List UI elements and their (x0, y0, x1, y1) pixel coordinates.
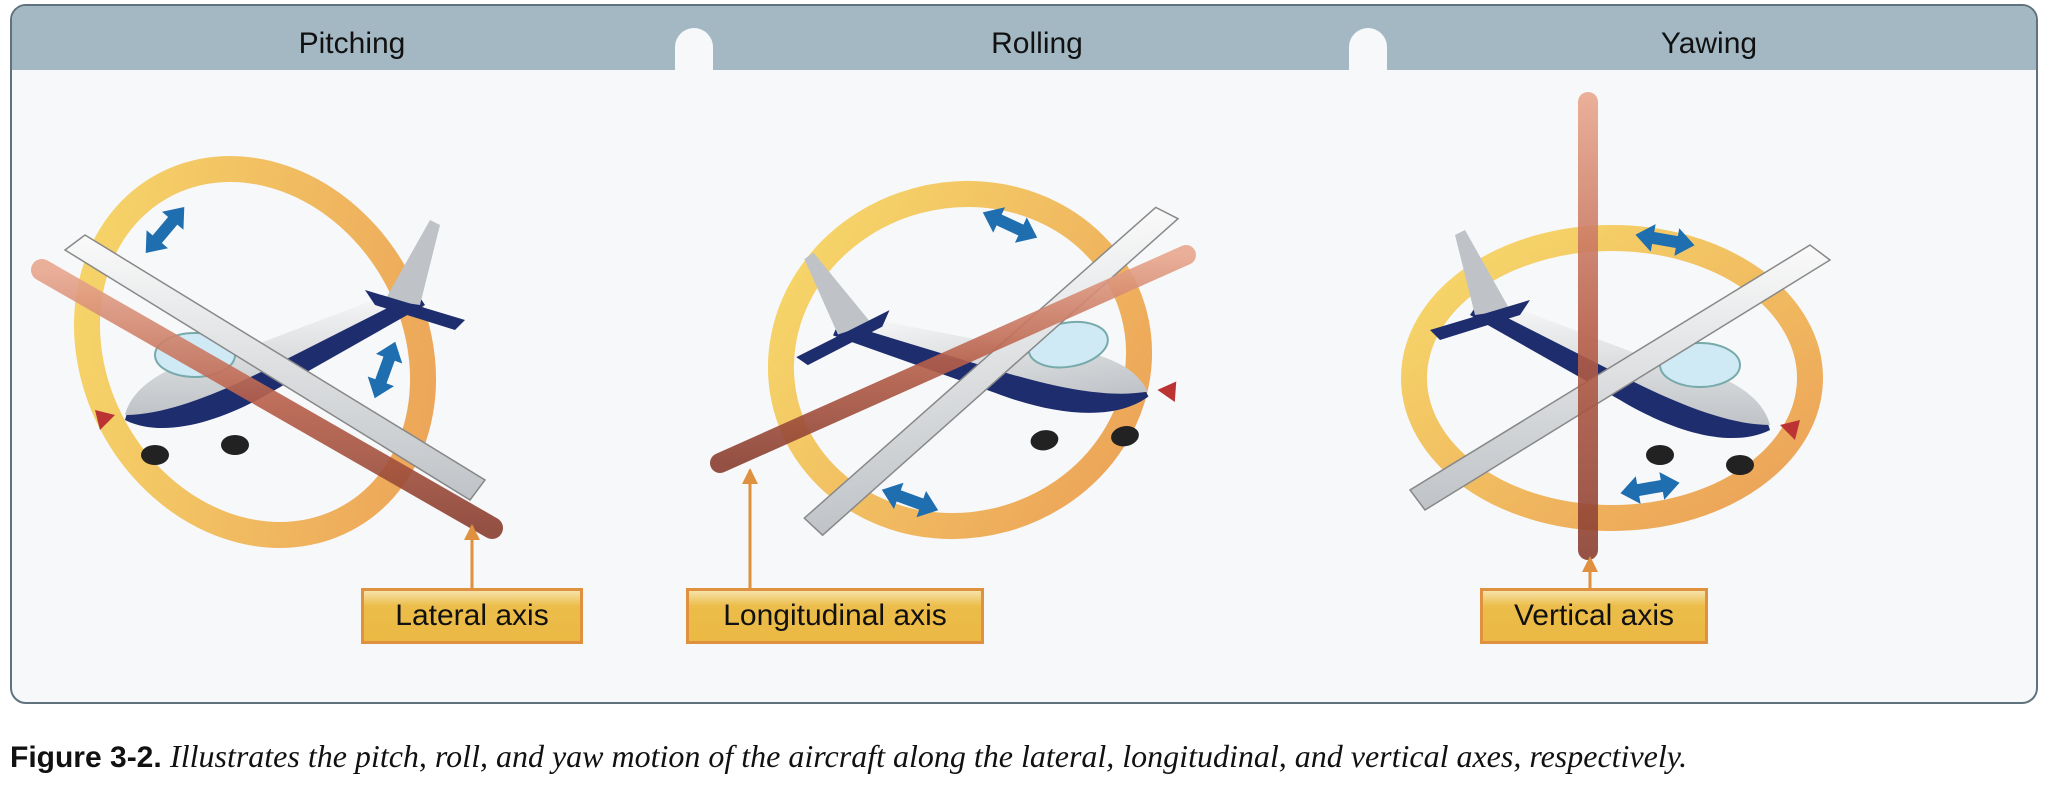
figure-number: Figure 3-2. (10, 741, 162, 774)
panel-title-yawing: Yawing (1660, 27, 1758, 60)
caption-text: Illustrates the pitch, roll, and yaw mot… (170, 738, 1688, 774)
rolling-illustration (710, 180, 1223, 590)
lateral-axis-rod (31, 259, 503, 539)
vertical-axis-label: Vertical axis (1480, 588, 1708, 644)
header-notch (675, 28, 713, 78)
pitch-arrow-icon (361, 337, 409, 403)
longitudinal-axis-rod (710, 245, 1196, 473)
lateral-axis-label: Lateral axis (361, 588, 583, 644)
pitching-illustration (31, 156, 503, 590)
yawing-illustration (1401, 92, 1831, 590)
header-notch (1349, 28, 1387, 78)
longitudinal-axis-label: Longitudinal axis (686, 588, 984, 644)
panel-title-pitching: Pitching (298, 27, 406, 60)
figure-caption: Figure 3-2. Illustrates the pitch, roll,… (10, 738, 1687, 775)
panel-header-bar (12, 6, 2036, 70)
vertical-axis-rod (1578, 92, 1598, 560)
panel-title-rolling: Rolling (991, 27, 1083, 60)
